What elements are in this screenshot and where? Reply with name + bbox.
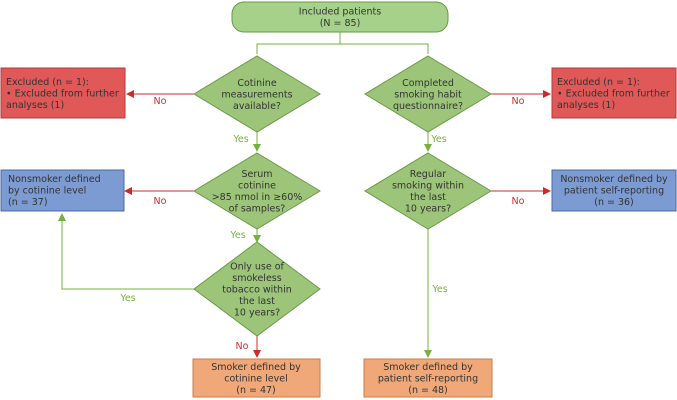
node-text-line: (n = 48) [408, 385, 448, 396]
label-serum-no: No [154, 196, 167, 207]
node-text-line: cotinine level [224, 373, 288, 384]
node-text-line: questionnaire? [393, 101, 463, 112]
node-text-line: Only use of [230, 261, 284, 272]
node-text-line: 10 years? [405, 204, 451, 215]
label-smokeless-yes: Yes [119, 293, 135, 304]
node-text-line: measurements [221, 89, 292, 100]
node-text-line: smoking habit [394, 89, 462, 100]
connector-smokeless-yes [58, 213, 194, 290]
node-text-line: (n = 36) [594, 197, 634, 208]
start-node-text: Included patients(N = 85) [299, 7, 381, 30]
node-text-line: patient self-reporting [378, 373, 478, 384]
node-text-line: the last [410, 192, 446, 203]
connector-start-split [256, 32, 341, 54]
node-text-line: of samples? [229, 204, 286, 215]
node-text-line: (n = 37) [8, 197, 48, 208]
node-text-line: Nonsmoker defined by [560, 174, 668, 185]
connectors [58, 32, 551, 358]
label-questionnaire-yes: Yes [430, 134, 446, 145]
connector-start-split-right [340, 43, 429, 54]
node-text-line: Completed [402, 78, 454, 89]
excluded-right-box [551, 67, 677, 119]
decision-cotinine-available [193, 55, 321, 133]
label-cotinine-yes: Yes [232, 134, 248, 145]
label-regular-yes: Yes [431, 284, 447, 295]
node-text-line: Included patients [299, 7, 381, 18]
node-text-line: Smoker defined by [211, 362, 301, 373]
decision-serum-cotinine [193, 152, 321, 230]
node-text-line: 10 years? [234, 307, 280, 318]
node-text-line: by cotinine level [8, 185, 86, 196]
nonsmoker-self-box [551, 169, 677, 212]
node-text-line: • Excluded from further [6, 88, 119, 99]
node-text-line: >85 nmol in ≥60% [212, 192, 303, 203]
smoker-cotinine-box [192, 358, 321, 398]
decision-regular-smoking [364, 152, 492, 230]
decision-questionnaire-completed [364, 55, 492, 133]
label-regular-no: No [512, 196, 525, 207]
smoker-self-box [363, 358, 493, 398]
decision-smokeless-tobacco [193, 241, 321, 337]
label-questionnaire-no: No [512, 96, 525, 107]
node-text-line: Cotinine [237, 78, 276, 89]
node-text-line: Smoker defined by [383, 362, 473, 373]
node-text-line: Excluded (n = 1): [6, 77, 89, 88]
node-text-line: Regular [410, 169, 447, 180]
node-text-line: Excluded (n = 1): [557, 77, 640, 88]
node-text-line: analyses (1) [557, 100, 615, 111]
node-text-line: (n = 47) [236, 385, 276, 396]
excluded-left-text: Excluded (n = 1):• Excluded from further… [6, 77, 119, 111]
node-text-line: smokeless [232, 273, 281, 284]
node-text-line: the last [239, 296, 275, 307]
node-text-line: • Excluded from further [557, 88, 670, 99]
node-text-line: (N = 85) [320, 18, 361, 29]
node-text-line: cotinine [238, 181, 276, 192]
node-text-line: Nonsmoker defined [8, 174, 101, 185]
node-text-line: patient self-reporting [564, 185, 664, 196]
label-serum-yes: Yes [229, 230, 245, 241]
node-text-line: analyses (1) [6, 100, 64, 111]
label-cotinine-no: No [154, 96, 167, 107]
nonsmoker-cotinine-box [0, 169, 125, 212]
node-text-line: smoking within [392, 181, 464, 192]
node-text-line: available? [233, 101, 281, 112]
label-smokeless-no: No [236, 341, 249, 352]
node-text-line: Serum [241, 169, 272, 180]
node-text-line: tobacco within [222, 284, 291, 295]
excluded-right-text: Excluded (n = 1):• Excluded from further… [557, 77, 670, 111]
excluded-left-box [0, 67, 126, 119]
start-node [231, 1, 449, 33]
edge-labels: No No Yes Yes No No Yes Yes No Yes [119, 96, 524, 352]
